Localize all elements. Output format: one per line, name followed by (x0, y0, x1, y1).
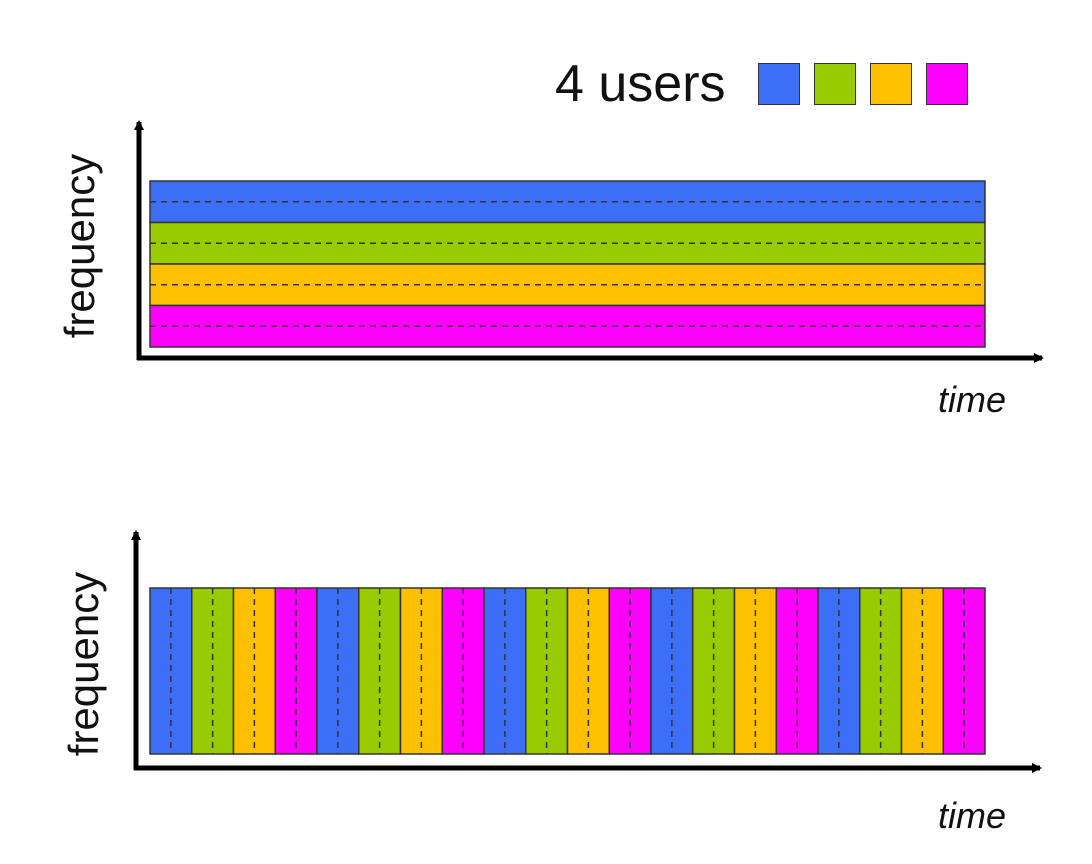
bottom-x-axis-label: time (938, 795, 1006, 836)
top-x-axis-label: time (938, 379, 1006, 420)
legend-swatch-user-4 (925, 63, 968, 105)
legend: 4 users (555, 54, 968, 114)
legend-swatch-user-3 (869, 63, 912, 105)
legend-title: 4 users (555, 55, 726, 113)
top-panel: frequency time (56, 120, 1044, 420)
legend-swatch-user-1 (757, 63, 800, 105)
bottom-y-axis-label: frequency (60, 572, 107, 756)
bottom-slots (149, 587, 986, 755)
top-bands (149, 180, 986, 348)
bottom-panel: frequency time (60, 530, 1042, 836)
top-y-axis-label: frequency (56, 154, 103, 338)
legend-swatch-user-2 (813, 63, 856, 105)
